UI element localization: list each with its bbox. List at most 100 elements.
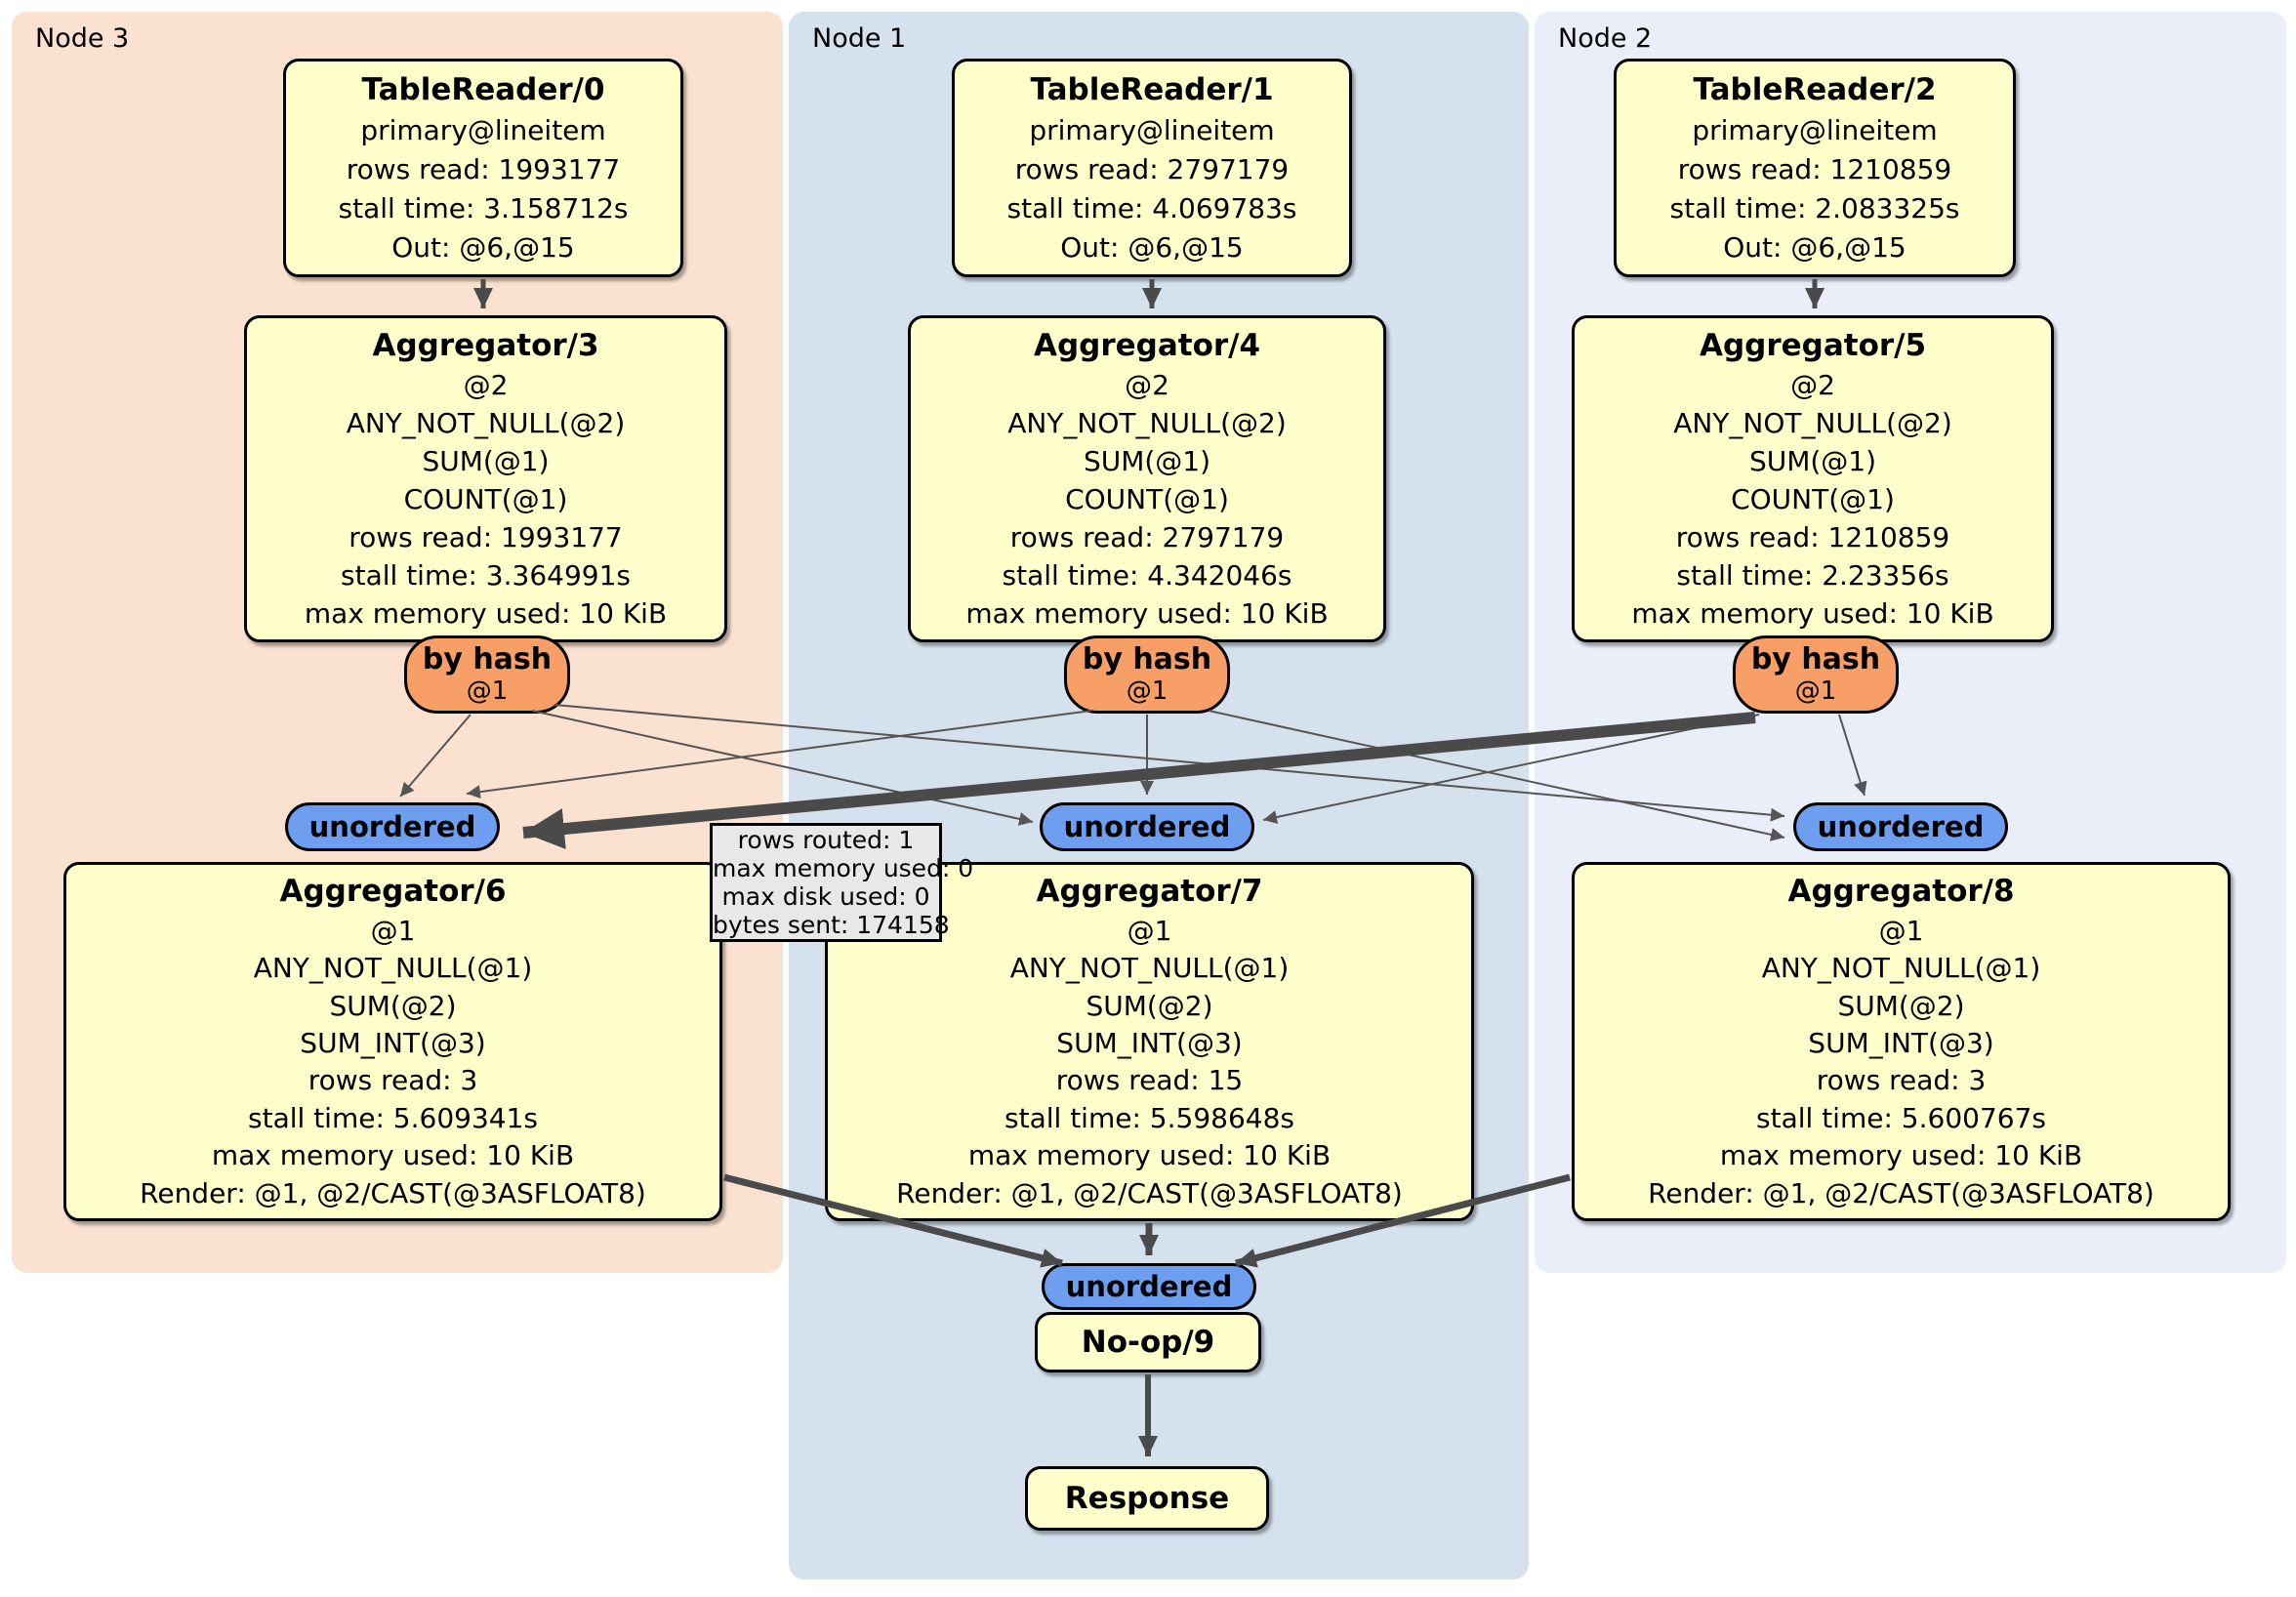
stream-unordered-node3[interactable]: unordered	[285, 802, 500, 851]
processor-detail: rows read: 1993177	[348, 521, 623, 553]
processor-detail: ANY_NOT_NULL(@1)	[1009, 952, 1290, 985]
processor-detail: ANY_NOT_NULL(@2)	[1673, 407, 1952, 439]
processor-detail: Render: @1, @2/CAST(@3ASFLOAT8)	[1648, 1176, 2154, 1209]
processor-detail: Render: @1, @2/CAST(@3ASFLOAT8)	[896, 1176, 1403, 1209]
processor-detail: SUM(@1)	[1748, 445, 1877, 477]
processor-detail: Out: @6,@15	[1060, 231, 1244, 264]
processor-detail: @1	[370, 914, 416, 947]
router-label: unordered	[1063, 810, 1231, 843]
processor-title: Aggregator/6	[279, 874, 507, 910]
router-by-hash-node2[interactable]: by hash @1	[1733, 635, 1899, 714]
router-label: unordered	[1817, 810, 1985, 843]
router-hash-column: @1	[1126, 676, 1168, 706]
processor-detail: rows read: 1210859	[1677, 153, 1952, 185]
processor-detail: Out: @6,@15	[1723, 231, 1906, 264]
processor-detail: stall time: 2.23356s	[1676, 559, 1949, 592]
router-hash-column: @1	[466, 676, 509, 706]
processor-aggregator-3[interactable]: Aggregator/3 @2 ANY_NOT_NULL(@2) SUM(@1)…	[244, 315, 727, 642]
tooltip-rows-routed: rows routed: 1	[737, 826, 915, 854]
processor-response[interactable]: Response	[1025, 1466, 1269, 1531]
processor-detail: stall time: 3.158712s	[338, 192, 629, 225]
tooltip-max-disk: max disk used: 0	[721, 882, 930, 911]
stream-unordered-node2[interactable]: unordered	[1793, 802, 2008, 851]
processor-detail: SUM(@2)	[329, 989, 457, 1022]
panel-node-3-label: Node 3	[35, 23, 130, 54]
processor-detail: SUM(@2)	[1086, 989, 1213, 1022]
processor-detail: rows read: 15	[1055, 1064, 1244, 1097]
processor-title: Aggregator/3	[372, 328, 599, 363]
processor-detail: SUM_INT(@3)	[1056, 1026, 1243, 1059]
processor-detail: rows read: 1210859	[1675, 521, 1950, 553]
tooltip-bytes-sent: bytes sent: 174158	[713, 911, 950, 939]
processor-detail: stall time: 5.598648s	[1004, 1101, 1294, 1134]
processor-detail: rows read: 2797179	[1014, 153, 1290, 185]
processor-detail: stall time: 2.083325s	[1669, 192, 1960, 225]
router-hash-column: @1	[1794, 676, 1837, 706]
processor-aggregator-4[interactable]: Aggregator/4 @2 ANY_NOT_NULL(@2) SUM(@1)…	[908, 315, 1386, 642]
processor-detail: rows read: 3	[308, 1064, 478, 1097]
tooltip-max-memory: max memory used: 0	[713, 854, 974, 882]
processor-detail: ANY_NOT_NULL(@2)	[346, 407, 626, 439]
processor-detail: ANY_NOT_NULL(@1)	[1761, 952, 2041, 985]
processor-detail: SUM(@1)	[1083, 445, 1211, 477]
processor-aggregator-8[interactable]: Aggregator/8 @1 ANY_NOT_NULL(@1) SUM(@2)…	[1572, 862, 2231, 1221]
stream-unordered-node1[interactable]: unordered	[1040, 802, 1254, 851]
processor-detail: COUNT(@1)	[403, 483, 568, 515]
processor-detail: rows read: 1993177	[346, 153, 621, 185]
processor-detail: @2	[1790, 369, 1835, 401]
panel-node-1-label: Node 1	[812, 23, 907, 54]
edge-stats-tooltip: rows routed: 1 max memory used: 0 max di…	[710, 823, 974, 942]
processor-detail: stall time: 5.600767s	[1756, 1101, 2046, 1134]
processor-detail: ANY_NOT_NULL(@1)	[253, 952, 533, 985]
processor-noop-9[interactable]: No-op/9	[1035, 1312, 1261, 1372]
processor-detail: SUM_INT(@3)	[300, 1026, 486, 1059]
processor-aggregator-5[interactable]: Aggregator/5 @2 ANY_NOT_NULL(@2) SUM(@1)…	[1572, 315, 2054, 642]
processor-title: Aggregator/8	[1787, 874, 2015, 910]
processor-detail: primary@lineitem	[1692, 114, 1938, 146]
processor-detail: rows read: 3	[1816, 1064, 1987, 1097]
processor-tablereader-0[interactable]: TableReader/0 primary@lineitem rows read…	[283, 59, 683, 277]
processor-detail: stall time: 4.069783s	[1006, 192, 1297, 225]
processor-title: Aggregator/5	[1699, 328, 1927, 363]
processor-title: Response	[1064, 1481, 1230, 1516]
processor-detail: COUNT(@1)	[1065, 483, 1229, 515]
processor-title: TableReader/2	[1693, 72, 1937, 107]
processor-detail: max memory used: 10 KiB	[304, 597, 668, 630]
processor-detail: @2	[1125, 369, 1169, 401]
processor-detail: @2	[463, 369, 509, 401]
processor-title: TableReader/0	[361, 72, 605, 107]
processor-tablereader-1[interactable]: TableReader/1 primary@lineitem rows read…	[952, 59, 1352, 277]
router-label: unordered	[308, 810, 476, 843]
stream-unordered-final[interactable]: unordered	[1042, 1263, 1256, 1310]
router-label: by hash	[1750, 642, 1881, 676]
router-label: by hash	[1082, 642, 1212, 676]
panel-node-2-label: Node 2	[1558, 23, 1653, 54]
processor-detail: @1	[1127, 914, 1172, 947]
processor-detail: max memory used: 10 KiB	[1719, 1139, 2083, 1172]
processor-title: Aggregator/7	[1036, 874, 1263, 910]
processor-detail: Out: @6,@15	[391, 231, 575, 264]
router-by-hash-node3[interactable]: by hash @1	[404, 635, 570, 714]
processor-detail: primary@lineitem	[360, 114, 606, 146]
processor-detail: stall time: 4.342046s	[1002, 559, 1292, 592]
processor-detail: COUNT(@1)	[1731, 483, 1895, 515]
processor-aggregator-6[interactable]: Aggregator/6 @1 ANY_NOT_NULL(@1) SUM(@2)…	[63, 862, 722, 1221]
processor-title: No-op/9	[1081, 1325, 1215, 1360]
processor-detail: stall time: 5.609341s	[248, 1101, 538, 1134]
router-by-hash-node1[interactable]: by hash @1	[1064, 635, 1230, 714]
processor-detail: SUM_INT(@3)	[1808, 1026, 1994, 1059]
processor-tablereader-2[interactable]: TableReader/2 primary@lineitem rows read…	[1614, 59, 2016, 277]
router-label: by hash	[422, 642, 553, 676]
processor-detail: Render: @1, @2/CAST(@3ASFLOAT8)	[140, 1176, 646, 1209]
processor-detail: ANY_NOT_NULL(@2)	[1007, 407, 1287, 439]
router-label: unordered	[1065, 1270, 1233, 1303]
processor-title: Aggregator/4	[1033, 328, 1261, 363]
processor-detail: SUM(@2)	[1837, 989, 1965, 1022]
processor-detail: max memory used: 10 KiB	[1631, 597, 1994, 630]
processor-detail: stall time: 3.364991s	[341, 559, 631, 592]
processor-detail: max memory used: 10 KiB	[967, 1139, 1332, 1172]
processor-detail: max memory used: 10 KiB	[965, 597, 1329, 630]
processor-detail: @1	[1878, 914, 1924, 947]
processor-detail: SUM(@1)	[422, 445, 550, 477]
